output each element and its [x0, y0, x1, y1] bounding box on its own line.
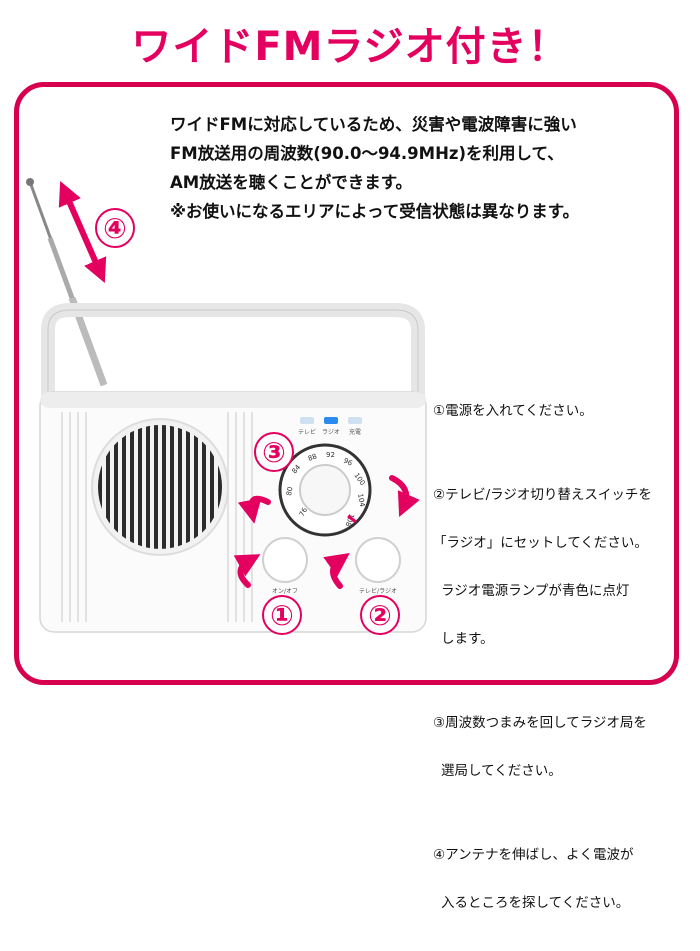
tuning-dial[interactable]: 76 80 84 88 92 96 100 104 108: [278, 443, 372, 537]
dial-number: 76: [298, 506, 310, 518]
radio-handle: [41, 303, 425, 400]
step-2: ②テレビ/ラジオ切り替えスイッチを 「ラジオ」にセットしてください。 ラジオ電源…: [433, 459, 688, 675]
body-grooves: [61, 412, 253, 622]
marker-1: ①: [262, 595, 302, 635]
dial-number: 104: [356, 493, 366, 508]
intro-line: FM放送用の周波数(90.0〜94.9MHz)を利用して、: [170, 144, 564, 163]
intro-text: ワイドFMに対応しているため、災害や電波障害に強い FM放送用の周波数(90.0…: [170, 110, 670, 226]
step-3: ③周波数つまみを回してラジオ局を 選局してください。: [433, 687, 688, 807]
power-knob-label: オン/オフ: [272, 588, 298, 595]
speaker-grille: [91, 418, 229, 556]
mode-knob[interactable]: テレビ/ラジオ: [355, 537, 401, 595]
lamp-label-radio: ラジオ: [322, 429, 340, 436]
power-knob[interactable]: オン/オフ: [262, 537, 308, 595]
step-line: します。: [441, 631, 494, 647]
intro-line: ※お使いになるエリアによって受信状態は異なります。: [170, 202, 580, 221]
radio-illustration: テレビ ラジオ 充電 76 80 84 88 92 96 100 104 108…: [26, 178, 427, 633]
intro-line: AM放送を聴くことができます。: [170, 173, 413, 192]
step-line: 「ラジオ」にセットしてください。: [433, 535, 648, 551]
step-1: ①電源を入れてください。: [433, 375, 688, 447]
step-line: ④アンテナを伸ばし、よく電波が: [433, 847, 634, 863]
step-line: ラジオ電源ランプが青色に点灯: [441, 583, 630, 599]
step-line: ①電源を入れてください。: [433, 403, 593, 419]
step-line: ②テレビ/ラジオ切り替えスイッチを: [433, 487, 652, 503]
marker-2: ②: [360, 595, 400, 635]
intro-line: ワイドFMに対応しているため、災害や電波障害に強い: [170, 115, 577, 134]
direction-arrows: [58, 181, 420, 589]
step-line: 選局してください。: [441, 763, 562, 779]
dial-number: 96: [342, 457, 354, 468]
dial-number: 80: [285, 486, 294, 496]
mode-knob-label: テレビ/ラジオ: [359, 587, 397, 595]
lamp-label-charge: 充電: [349, 428, 361, 436]
step-line: ③周波数つまみを回してラジオ局を: [433, 715, 647, 731]
marker-3: ③: [254, 432, 294, 472]
step-4: ④アンテナを伸ばし、よく電波が 入るところを探してください。: [433, 819, 688, 939]
page-title: ワイドFMラジオ付き！: [131, 24, 569, 70]
dial-number: 88: [307, 452, 318, 463]
lamp-label-tv: テレビ: [298, 428, 316, 436]
antenna: [26, 178, 108, 387]
step-line: 入るところを探してください。: [441, 895, 630, 911]
marker-4: ④: [95, 208, 135, 248]
instruction-steps: ①電源を入れてください。 ②テレビ/ラジオ切り替えスイッチを 「ラジオ」にセット…: [433, 375, 688, 951]
indicator-lamps: テレビ ラジオ 充電: [298, 417, 362, 436]
dial-number: 92: [326, 451, 335, 459]
